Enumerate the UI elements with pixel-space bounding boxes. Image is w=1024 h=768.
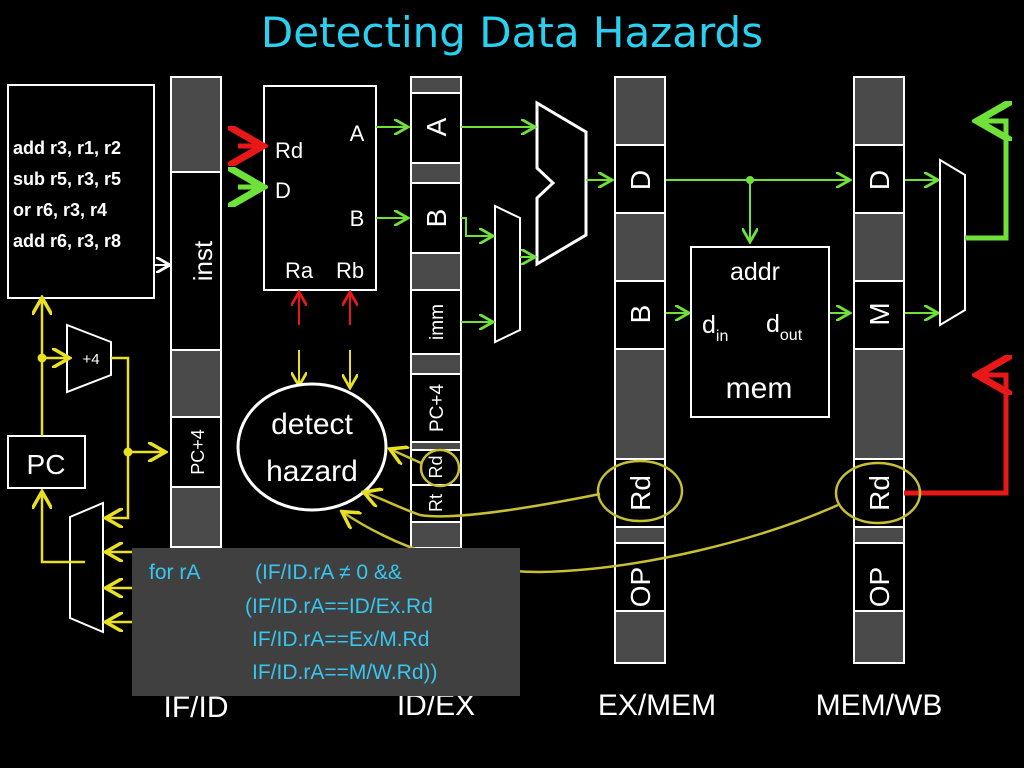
data-memory: addr din dout mem bbox=[690, 246, 830, 418]
hazard-condition-box: for rA (IF/ID.rA ≠ 0 && (IF/ID.rA==ID/Ex… bbox=[132, 548, 520, 696]
id-ex-field: Rt bbox=[426, 494, 446, 512]
detect-hazard-label: detect bbox=[271, 408, 353, 441]
mem-wb-field: D bbox=[864, 170, 895, 190]
mem-wb-field: Rd bbox=[864, 475, 895, 511]
regfile-d-label: D bbox=[275, 178, 291, 203]
mem-wb-field: M bbox=[864, 302, 895, 325]
ex-mem-field: B bbox=[625, 305, 656, 324]
ex-mem-name: EX/MEM bbox=[598, 689, 716, 722]
ex-mem-register: D B Rd OP bbox=[614, 76, 666, 664]
ex-mem-field: D bbox=[625, 170, 656, 190]
slide-title: Detecting Data Hazards bbox=[261, 8, 763, 57]
if-id-field: PC+4 bbox=[188, 429, 208, 475]
mem-wb-register: D M Rd OP bbox=[853, 76, 905, 664]
alu bbox=[535, 100, 588, 267]
id-ex-field: imm bbox=[427, 304, 448, 340]
ex-wiring bbox=[461, 127, 936, 322]
detect-hazard-unit bbox=[236, 382, 388, 512]
increment-label: +4 bbox=[82, 351, 99, 368]
alu-input-mux bbox=[494, 204, 521, 344]
detect-hazard-label: hazard bbox=[266, 455, 358, 488]
increment-adder bbox=[66, 323, 112, 394]
writeback-mux bbox=[939, 158, 966, 327]
mem-wb-name: MEM/WB bbox=[816, 689, 943, 722]
instruction-line: add r6, r3, r8 bbox=[13, 231, 121, 251]
mem-wb-rd-highlight bbox=[834, 461, 922, 525]
hazard-curves bbox=[344, 450, 839, 574]
mem-label: mem bbox=[726, 372, 793, 405]
id-ex-register: A B imm PC+4 Rd Rt bbox=[410, 76, 462, 549]
pc-label: PC bbox=[27, 449, 66, 480]
instruction-line: sub r5, r3, r5 bbox=[13, 169, 121, 189]
condition-line: IF/ID.rA==Ex/M.Rd bbox=[252, 628, 430, 651]
regfile-ra-label: Ra bbox=[285, 258, 314, 283]
writeback-data-wire bbox=[965, 121, 1006, 241]
if-id-name: IF/ID bbox=[164, 691, 229, 724]
writeback-rd-wire bbox=[904, 375, 1006, 496]
id-ex-rd-highlight bbox=[419, 448, 461, 488]
id-ex-field: A bbox=[421, 117, 452, 136]
ex-mem-field: Rd bbox=[625, 475, 656, 511]
regfile-a-label: A bbox=[350, 121, 365, 146]
program-counter bbox=[7, 435, 86, 489]
wire-junction bbox=[746, 176, 754, 184]
id-ex-field: Rd bbox=[426, 455, 446, 478]
wire-junction bbox=[123, 447, 133, 457]
id-ex-field: B bbox=[421, 209, 452, 228]
instruction-memory bbox=[7, 84, 155, 299]
mem-dout-label: dout bbox=[766, 310, 803, 344]
condition-line: (IF/ID.rA==ID/Ex.Rd bbox=[245, 595, 433, 618]
wire-junction bbox=[37, 353, 47, 363]
ex-mem-field: OP bbox=[625, 567, 656, 607]
pc-mux bbox=[69, 501, 104, 634]
mem-din-label: din bbox=[702, 311, 728, 345]
if-id-field: inst bbox=[188, 240, 218, 281]
condition-line: (IF/ID.rA ≠ 0 && bbox=[255, 561, 402, 584]
mem-wb-field: OP bbox=[864, 567, 895, 607]
regfile-b-label: B bbox=[350, 206, 365, 231]
regfile-rb-label: Rb bbox=[336, 258, 364, 283]
ex-mem-rd-highlight bbox=[596, 459, 684, 523]
for-ra-label: for rA bbox=[149, 561, 201, 584]
register-file: Rd D A B Ra Rb bbox=[263, 85, 377, 291]
id-ex-field: PC+4 bbox=[427, 384, 448, 432]
if-id-register: inst PC+4 bbox=[170, 76, 222, 548]
condition-line: IF/ID.rA==M/W.Rd)) bbox=[252, 661, 438, 684]
instruction-line: or r6, r3, r4 bbox=[13, 200, 107, 220]
instruction-line: add r3, r1, r2 bbox=[13, 138, 121, 158]
regfile-rd-label: Rd bbox=[275, 138, 303, 163]
mem-addr-label: addr bbox=[730, 258, 780, 286]
